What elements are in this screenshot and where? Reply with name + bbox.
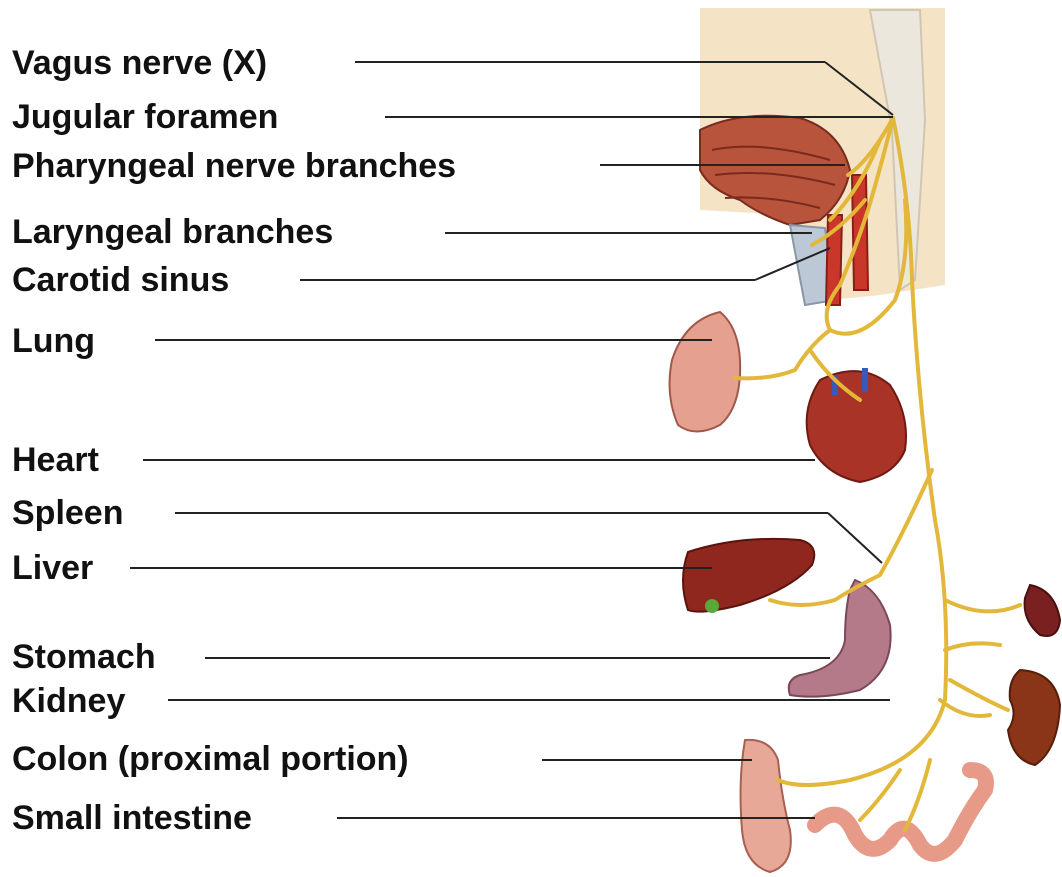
label-vagus-nerve: Vagus nerve (X) [12,44,267,82]
label-stomach: Stomach [12,638,156,676]
label-lung: Lung [12,322,95,360]
heart [807,371,906,482]
label-colon: Colon (proximal portion) [12,740,409,778]
label-spleen: Spleen [12,494,123,532]
label-small-intestine: Small intestine [12,799,252,837]
kidney [1008,670,1060,765]
label-jugular-foramen: Jugular foramen [12,98,278,136]
label-carotid-sinus: Carotid sinus [12,261,229,299]
label-kidney: Kidney [12,682,125,720]
liver [683,539,814,612]
label-heart: Heart [12,441,99,479]
lung [670,312,741,432]
label-laryngeal-branches: Laryngeal branches [12,213,333,251]
spleen [1025,585,1060,636]
label-liver: Liver [12,549,93,587]
label-pharyngeal-nerve-branches: Pharyngeal nerve branches [12,147,456,185]
